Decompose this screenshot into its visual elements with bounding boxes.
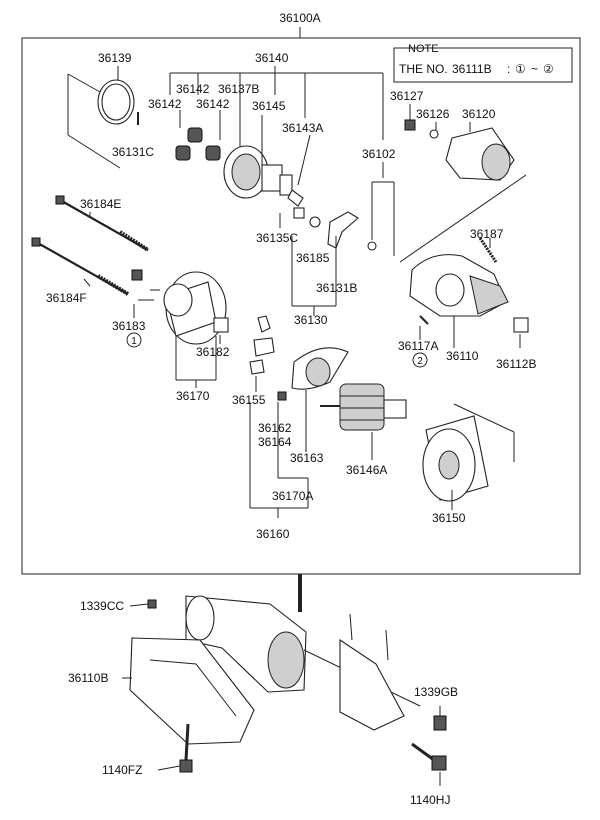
label-36126[interactable]: 36126	[416, 107, 450, 121]
label-36170[interactable]: 36170	[176, 389, 210, 403]
label-36187[interactable]: 36187	[470, 227, 504, 241]
bolt-1140fz-part	[179, 723, 193, 773]
label-36162[interactable]: 36162	[258, 421, 292, 435]
bolt-36184e-part	[55, 195, 150, 252]
starter-motor-assembly-part	[185, 595, 421, 707]
ref-circle-2	[412, 352, 428, 368]
assembly-part-number[interactable]: 36100A	[279, 11, 320, 25]
bolt-1140hj-part	[411, 742, 447, 771]
label-36135c[interactable]: 36135C	[256, 231, 298, 245]
label-36145[interactable]: 36145	[252, 99, 286, 113]
label-1339gb[interactable]: 1339GB	[414, 685, 458, 699]
label-36160[interactable]: 36160	[256, 527, 290, 541]
rear-cover-36170-part	[131, 269, 227, 345]
label-36170a[interactable]: 36170A	[272, 489, 313, 503]
label-36110b[interactable]: 36110B	[68, 671, 108, 685]
label-36155[interactable]: 36155	[232, 393, 266, 407]
bearing-36142-parts	[175, 127, 221, 161]
ref-circle-2-label: 2	[417, 356, 423, 367]
note-title: NOTE	[408, 43, 439, 55]
yoke-36150-part	[422, 415, 489, 502]
part-labels: 36139 36140 36142 36137B 36142 36142 361…	[46, 51, 536, 807]
label-36112b[interactable]: 36112B	[496, 357, 536, 371]
note-prefix: THE NO.	[399, 62, 448, 76]
label-36102[interactable]: 36102	[362, 147, 396, 161]
heat-shield-36110b-part	[129, 637, 255, 745]
label-36131b[interactable]: 36131B	[316, 281, 357, 295]
label-36164[interactable]: 36164	[258, 435, 292, 449]
label-36110[interactable]: 36110	[446, 349, 479, 363]
note-part: 36111B	[452, 62, 492, 76]
label-36127[interactable]: 36127	[390, 89, 424, 103]
note-to: ②	[543, 62, 554, 76]
label-36185[interactable]: 36185	[296, 251, 330, 265]
label-36184e[interactable]: 36184E	[80, 197, 121, 211]
note-from: ①	[515, 62, 526, 76]
label-36120[interactable]: 36120	[462, 107, 496, 121]
label-36142-b[interactable]: 36142	[148, 97, 182, 111]
label-36183[interactable]: 36183	[112, 319, 146, 333]
label-36146a[interactable]: 36146A	[346, 463, 387, 477]
flywheel-housing-part	[339, 613, 405, 731]
note-tilde: ~	[531, 62, 538, 76]
brush-plate-36163-part	[291, 347, 349, 390]
label-36182[interactable]: 36182	[196, 345, 230, 359]
label-36143a[interactable]: 36143A	[282, 121, 323, 135]
bush-36112b-part	[513, 317, 529, 333]
label-36137b[interactable]: 36137B	[218, 82, 259, 96]
nut-1339cc-part	[147, 599, 157, 609]
brush-holder-36155-part	[249, 315, 275, 375]
note-box: NOTE THE NO. 36111B : ① ~ ②	[393, 43, 573, 83]
solenoid-36120-part	[404, 119, 515, 181]
drive-gear-assembly-part	[223, 145, 304, 207]
label-1140hj[interactable]: 1140HJ	[410, 793, 450, 807]
stud-36187-part	[478, 237, 498, 263]
label-36140[interactable]: 36140	[255, 51, 289, 65]
label-36130[interactable]: 36130	[294, 313, 328, 327]
label-1339cc[interactable]: 1339CC	[80, 599, 124, 613]
label-36139[interactable]: 36139	[98, 51, 132, 65]
lever-36102-part	[327, 211, 377, 251]
spring-36162-part	[277, 391, 287, 401]
ref-circle-1-label: 1	[131, 336, 137, 347]
bushing-36182-part	[213, 317, 229, 333]
front-housing-36110-part	[409, 254, 509, 317]
label-36131c[interactable]: 36131C	[112, 145, 154, 159]
label-36163[interactable]: 36163	[290, 451, 324, 465]
bolt-36184f-part	[31, 237, 130, 296]
label-36142-a[interactable]: 36142	[176, 82, 210, 96]
note-sep: :	[507, 62, 510, 76]
ref-circle-1	[126, 332, 142, 348]
label-36150[interactable]: 36150	[432, 511, 466, 525]
label-36117a[interactable]: 36117A	[398, 339, 438, 353]
plunger-36135c-part	[293, 207, 305, 219]
label-36184f[interactable]: 36184F	[46, 291, 87, 305]
nut-1339gb-part	[433, 715, 447, 731]
armature-36146a-part	[320, 383, 407, 431]
label-36142-c[interactable]: 36142	[196, 97, 230, 111]
label-1140fz[interactable]: 1140FZ	[102, 763, 142, 777]
pin-36117a-part	[419, 315, 429, 325]
